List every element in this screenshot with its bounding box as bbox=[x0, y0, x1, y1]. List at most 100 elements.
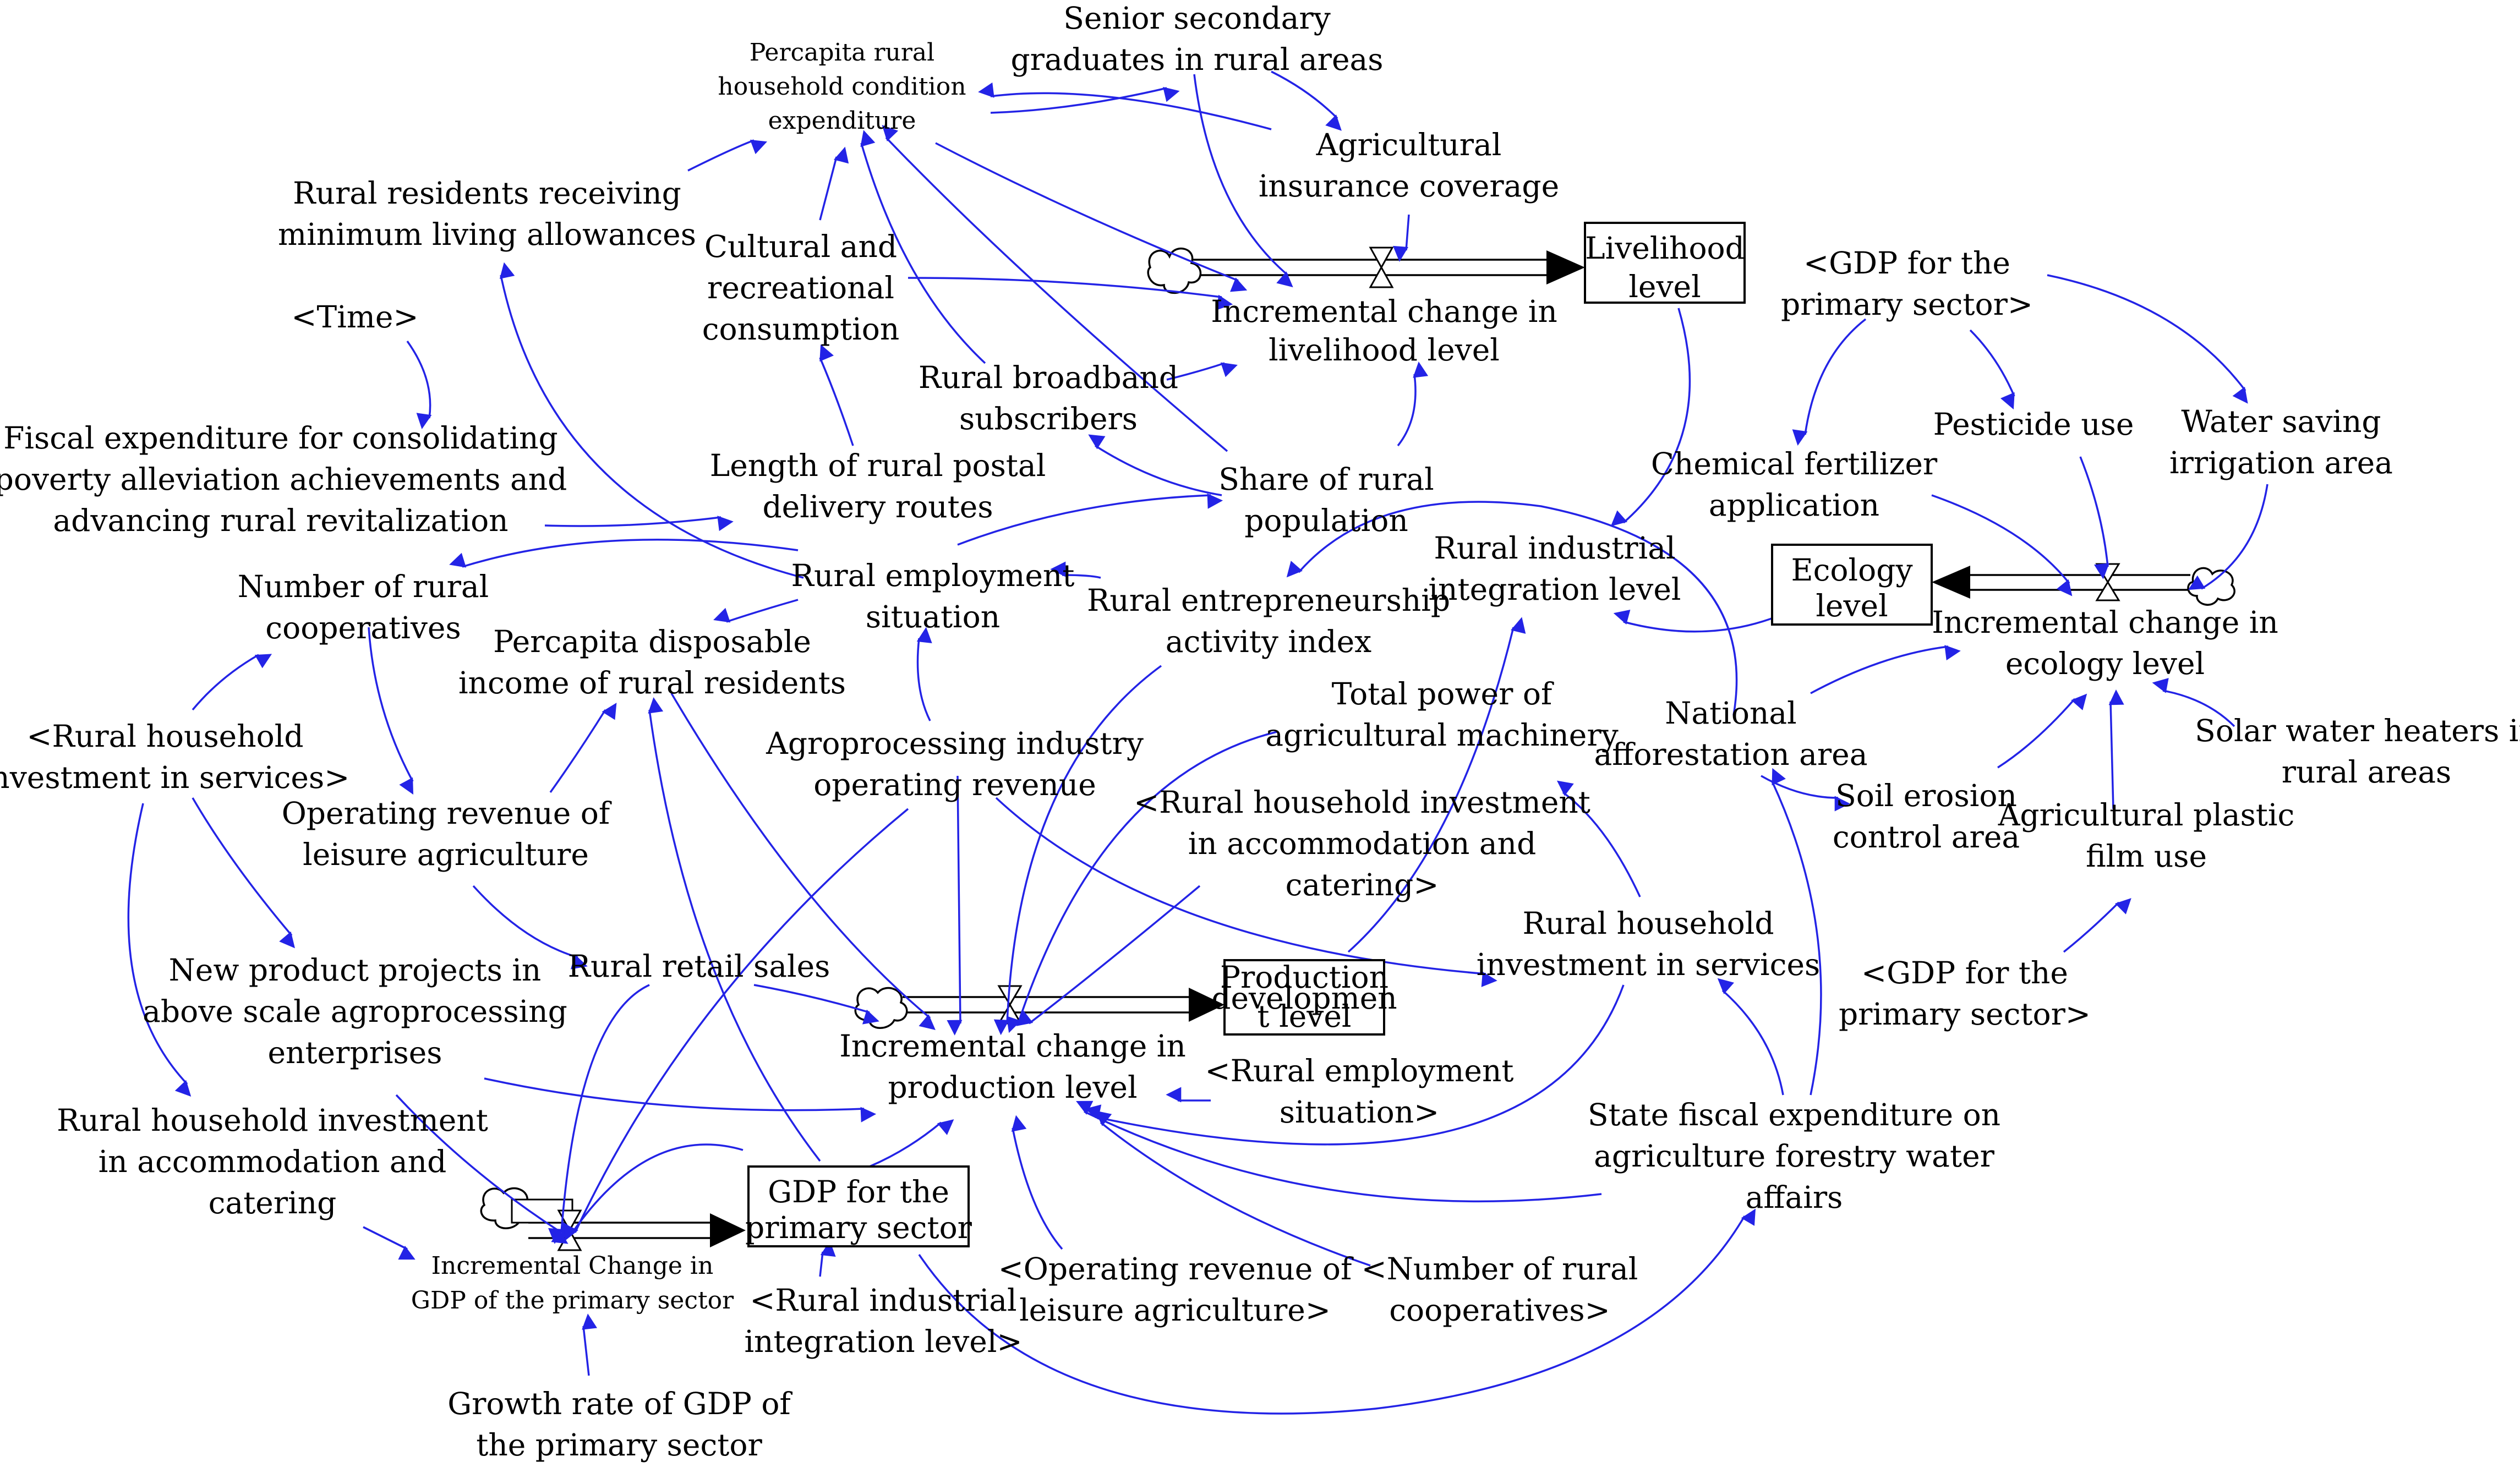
link-income-to-production-change bbox=[670, 693, 936, 1030]
var-soil-erosion-control: Soil erosion control area bbox=[1833, 778, 2020, 855]
svg-text:<Time>: <Time> bbox=[291, 299, 418, 335]
var-water-saving-irrigation: Water saving irrigation area bbox=[2169, 404, 2393, 480]
svg-text:Chemical fertilizer: Chemical fertilizer bbox=[1651, 446, 1938, 481]
svg-text:<Rural household investment: <Rural household investment bbox=[1134, 785, 1590, 820]
link-state-to-afforestation bbox=[1771, 768, 1822, 1096]
svg-text:Total power of: Total power of bbox=[1332, 676, 1554, 711]
svg-text:Rural employment: Rural employment bbox=[791, 558, 1075, 593]
svg-text:Incremental change in: Incremental change in bbox=[1932, 605, 2278, 640]
link-entrepreneurship-to-employment bbox=[1050, 561, 1101, 579]
svg-text:enterprises: enterprises bbox=[267, 1035, 442, 1070]
link-services-to-machinery bbox=[1556, 780, 1641, 897]
var-gdp-growth-rate: Growth rate of GDP of the primary sector bbox=[447, 1386, 792, 1463]
link-share-to-broadband bbox=[1088, 434, 1222, 496]
flow-production-change: Incremental change in production level bbox=[839, 1028, 1186, 1105]
stock-production: Production developmen t level bbox=[1211, 959, 1397, 1036]
link-fertilizer-to-ecology-change bbox=[1931, 494, 2073, 596]
svg-text:population: population bbox=[1244, 503, 1408, 538]
link-solar-to-ecology-change bbox=[2152, 678, 2235, 727]
svg-text:operating revenue: operating revenue bbox=[813, 767, 1096, 802]
svg-text:affairs: affairs bbox=[1746, 1180, 1843, 1215]
var-broadband-subscribers: Rural broadband subscribers bbox=[919, 360, 1178, 436]
link-machinery-to-production-change bbox=[1006, 731, 1277, 1033]
link-soil-to-ecology-change bbox=[1997, 693, 2087, 769]
link-cultural-to-livelihood-change bbox=[908, 277, 1233, 310]
svg-text:cooperatives: cooperatives bbox=[265, 610, 461, 645]
var-percapita-expenditure: Percapita rural household condition expe… bbox=[718, 39, 966, 135]
link-leisure-to-retail bbox=[472, 885, 588, 970]
svg-text:catering>: catering> bbox=[1286, 867, 1439, 902]
link-services-shadow-to-coops bbox=[192, 654, 272, 711]
svg-text:situation: situation bbox=[866, 599, 1000, 634]
svg-text:subscribers: subscribers bbox=[959, 401, 1138, 436]
causal-links bbox=[127, 70, 2268, 1415]
link-cultural-to-expenditure bbox=[819, 146, 849, 221]
link-production-to-integration bbox=[1347, 617, 1526, 953]
svg-text:primary sector: primary sector bbox=[745, 1210, 972, 1245]
svg-text:<GDP for the: <GDP for the bbox=[1803, 245, 2010, 281]
svg-text:cooperatives>: cooperatives> bbox=[1389, 1293, 1610, 1328]
link-leisure-to-income bbox=[549, 703, 617, 793]
svg-text:Incremental Change in: Incremental Change in bbox=[431, 1252, 714, 1280]
ecology-flow-pipe bbox=[1932, 563, 2235, 606]
svg-text:developmen: developmen bbox=[1211, 981, 1397, 1016]
link-employment-to-share bbox=[957, 493, 1223, 546]
var-cultural-consumption: Cultural and recreational consumption bbox=[702, 229, 900, 347]
link-employment-to-income bbox=[713, 599, 799, 623]
production-flow-pipe bbox=[854, 985, 1225, 1029]
svg-text:above scale agroprocessing: above scale agroprocessing bbox=[143, 994, 567, 1029]
link-employment-to-coops bbox=[449, 539, 799, 568]
svg-text:agricultural machinery: agricultural machinery bbox=[1265, 718, 1618, 753]
svg-text:Cultural and: Cultural and bbox=[704, 229, 897, 264]
stock-gdp-primary-sector: GDP for the primary sector bbox=[745, 1165, 972, 1247]
svg-text:Agricultural plastic: Agricultural plastic bbox=[1998, 797, 2295, 833]
source-cloud-icon bbox=[2187, 567, 2235, 606]
svg-text:control area: control area bbox=[1833, 819, 2020, 855]
svg-text:Rural broadband: Rural broadband bbox=[919, 360, 1178, 395]
link-state-to-production-change bbox=[1076, 1100, 1602, 1203]
svg-text:level: level bbox=[1816, 588, 1888, 623]
var-rural-retail-sales: Rural retail sales bbox=[568, 949, 830, 984]
svg-text:National: National bbox=[1665, 696, 1797, 731]
var-employment-shadow: <Rural employment situation> bbox=[1205, 1053, 1514, 1130]
var-percapita-disposable-income: Percapita disposable income of rural res… bbox=[458, 624, 846, 700]
svg-text:investment in services>: investment in services> bbox=[0, 760, 349, 795]
svg-text:delivery routes: delivery routes bbox=[762, 489, 993, 524]
svg-text:Share of rural: Share of rural bbox=[1218, 462, 1434, 497]
link-newproducts-to-gdp-change bbox=[395, 1094, 568, 1244]
svg-text:<Number of rural: <Number of rural bbox=[1362, 1251, 1638, 1286]
svg-text:integration level>: integration level> bbox=[744, 1324, 1022, 1359]
svg-text:primary sector>: primary sector> bbox=[1839, 996, 2091, 1032]
link-gdp-top-to-water bbox=[2047, 274, 2248, 404]
stock-livelihood: Livelihood level bbox=[1584, 222, 1746, 304]
var-leisure-revenue-shadow: <Operating revenue of leisure agricultur… bbox=[998, 1251, 1354, 1328]
link-coops-to-leisure bbox=[368, 627, 414, 795]
flow-ecology-change: Incremental change in ecology level bbox=[1932, 605, 2278, 681]
var-chemical-fertilizer: Chemical fertilizer application bbox=[1651, 446, 1938, 523]
svg-text:GDP of the primary sector: GDP of the primary sector bbox=[411, 1286, 734, 1315]
svg-text:Rural residents receiving: Rural residents receiving bbox=[293, 176, 681, 211]
var-entrepreneurship-index: Rural entrepreneurship activity index bbox=[1087, 583, 1450, 659]
link-afforestation-to-soil bbox=[1761, 775, 1850, 812]
gdp-flow-pipe bbox=[480, 1187, 746, 1251]
svg-text:Number of rural: Number of rural bbox=[238, 569, 489, 604]
var-agricultural-plastic-film: Agricultural plastic film use bbox=[1998, 797, 2295, 874]
link-senior-to-expenditure bbox=[978, 82, 1272, 130]
svg-text:Agroprocessing industry: Agroprocessing industry bbox=[766, 726, 1144, 761]
link-ecology-to-integration bbox=[1613, 609, 1778, 633]
svg-text:Livelihood: Livelihood bbox=[1585, 231, 1745, 266]
var-integration-shadow: <Rural industrial integration level> bbox=[744, 1283, 1022, 1359]
var-agroprocessing-revenue: Agroprocessing industry operating revenu… bbox=[766, 726, 1144, 802]
ecology-valve-icon bbox=[2095, 563, 2120, 601]
svg-text:t level: t level bbox=[1258, 999, 1352, 1034]
svg-text:in accommodation and: in accommodation and bbox=[99, 1144, 447, 1179]
svg-text:Water saving: Water saving bbox=[2181, 404, 2381, 439]
svg-text:<Rural household: <Rural household bbox=[26, 719, 303, 754]
stock-ecology: Ecology level bbox=[1771, 544, 1933, 626]
link-services-to-entrepreneurship bbox=[1286, 501, 1738, 716]
link-afforestation-to-ecology-change bbox=[1810, 645, 1961, 694]
svg-text:Rural household: Rural household bbox=[1522, 906, 1774, 941]
link-senior-to-insurance bbox=[1271, 70, 1342, 131]
var-accommodation-investment: Rural household investment in accommodat… bbox=[57, 1103, 488, 1220]
svg-text:situation>: situation> bbox=[1280, 1094, 1439, 1130]
